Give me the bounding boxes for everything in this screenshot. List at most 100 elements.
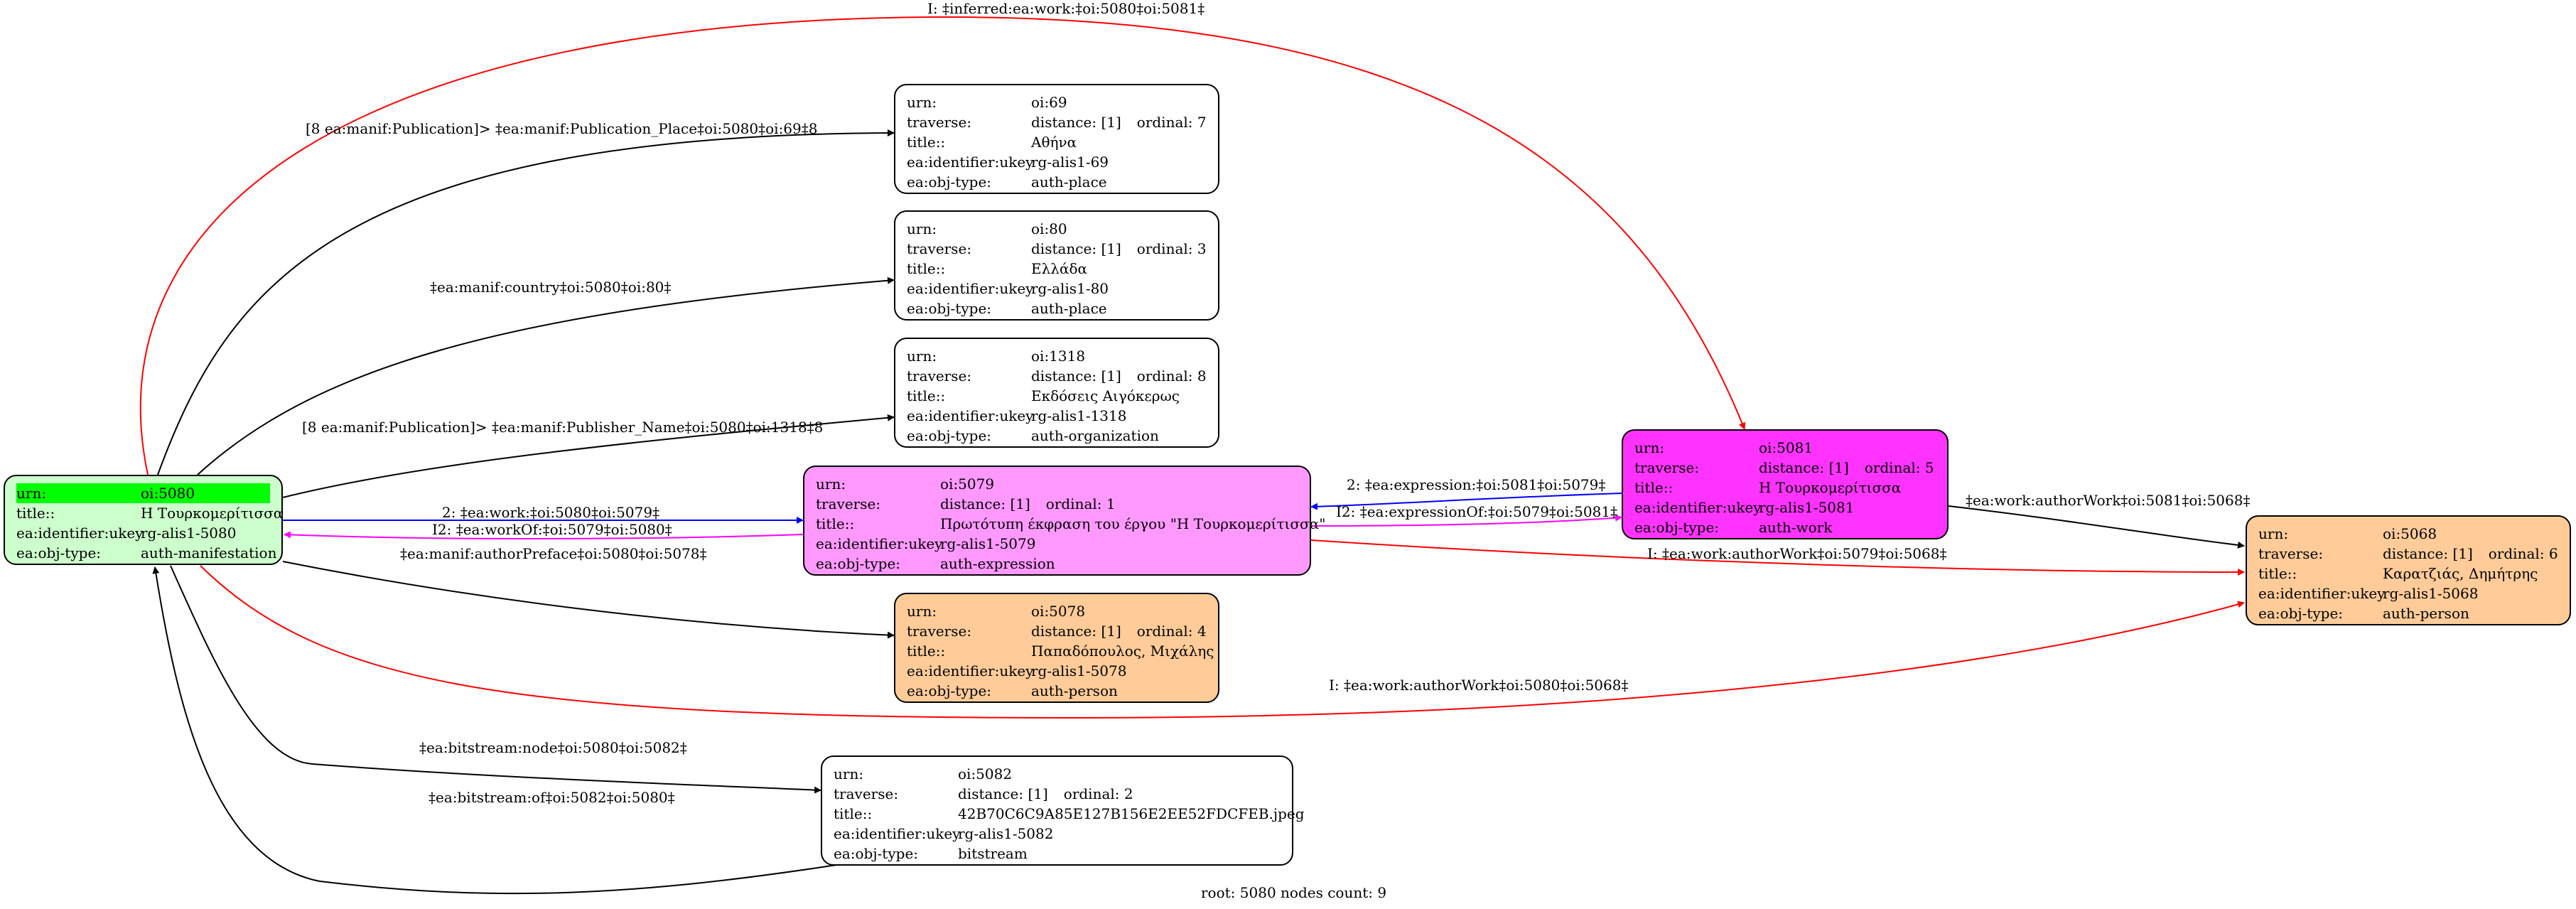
- node-key: ea:identifier:ukey: [1634, 499, 1762, 516]
- node-key: ea:identifier:ukey: [907, 154, 1034, 171]
- node-oi-1318[interactable]: urn:oi:1318 traverse:distance: [1]ordina…: [894, 338, 1219, 448]
- edge-inferred-5080-5081: [139, 16, 1746, 475]
- node-value: rg-alis1-5081: [1759, 499, 1855, 516]
- node-ordinal: ordinal: 4: [1136, 623, 1207, 640]
- edge-label-authorwork-5081-5068: ‡ea:work:authorWork‡oi:5081‡oi:5068‡: [1966, 492, 2251, 509]
- node-oi-80[interactable]: urn: oi:80 traverse: distance: [1] ordinal:…: [894, 210, 1219, 321]
- node-ordinal: ordinal: 7: [1136, 114, 1207, 131]
- node-key: traverse:: [907, 240, 972, 257]
- node-key: ea:obj-type:: [907, 427, 992, 444]
- node-key: urn:: [834, 765, 864, 782]
- node-key: title::: [907, 387, 946, 404]
- edge-authorwork-5080-5068: [200, 565, 2245, 719]
- node-key: traverse:: [907, 114, 972, 131]
- edge-label-inferred-5080-5081: I: ‡inferred:ea:work:‡oi:5080‡oi:5081‡: [927, 0, 1205, 17]
- node-key: urn:: [16, 485, 47, 502]
- node-ordinal: ordinal: 5: [1864, 459, 1934, 476]
- node-value: auth-work: [1759, 519, 1833, 536]
- node-value: oi:80: [1031, 220, 1067, 237]
- edge-label-pub-place: [8 ea:manif:Publication]> ‡ea:manif:Publ…: [306, 120, 818, 137]
- edge-label-workof-5079-5080: I2: ‡ea:workOf:‡oi:5079‡oi:5080‡: [432, 521, 672, 538]
- node-value: auth-person: [2383, 605, 2469, 622]
- node-value: rg-alis1-5079: [940, 535, 1036, 552]
- node-value: oi:5079: [940, 475, 995, 493]
- node-key: traverse:: [834, 785, 899, 802]
- edge-label-country: ‡ea:manif:country‡oi:5080‡oi:80‡: [430, 279, 672, 296]
- node-key: urn:: [816, 475, 846, 493]
- node-oi-5082[interactable]: urn:oi:5082 traverse:distance: [1]ordina…: [821, 755, 1305, 866]
- edge-country: [197, 276, 895, 475]
- edge-authorwork-5079-5068: [1310, 539, 2245, 576]
- node-value: distance: [1]: [958, 785, 1048, 802]
- node-key: title::: [907, 260, 946, 277]
- node-value: distance: [1]: [1031, 114, 1121, 131]
- node-value: Εκδόσεις Αιγόκερως: [1031, 387, 1180, 404]
- node-key: urn:: [907, 94, 937, 111]
- node-ordinal: ordinal: 8: [1136, 367, 1207, 384]
- edge-label-bitstream-of: ‡ea:bitstream:of‡oi:5082‡oi:5080‡: [429, 789, 675, 806]
- node-key: ea:obj-type:: [16, 544, 102, 561]
- node-key: urn:: [907, 603, 937, 620]
- node-value: Η Τουρκομερίτισσα: [141, 505, 284, 522]
- node-value: rg-alis1-5082: [958, 825, 1054, 842]
- node-key: ea:identifier:ukey: [907, 407, 1034, 424]
- node-value: distance: [1]: [1031, 367, 1121, 384]
- node-key: traverse:: [816, 495, 881, 512]
- node-key: ea:identifier:ukey: [816, 535, 943, 552]
- node-value: Πρωτότυπη έκφραση του έργου "Η Τουρκομερ…: [940, 515, 1326, 532]
- node-value: rg-alis1-5068: [2383, 585, 2479, 602]
- node-key: ea:obj-type:: [907, 173, 992, 190]
- node-key: ea:obj-type:: [907, 300, 992, 317]
- edge-label-expressionof-5079-5081: I2: ‡ea:expressionOf:‡oi:5079‡oi:5081‡: [1336, 503, 1618, 520]
- node-ordinal: ordinal: 2: [1063, 785, 1133, 802]
- edge-publisher: [282, 414, 895, 498]
- node-key: urn:: [1634, 439, 1665, 456]
- node-key: urn:: [907, 220, 937, 237]
- edge-label-publisher: [8 ea:manif:Publication]> ‡ea:manif:Publ…: [302, 419, 824, 436]
- node-oi-5081[interactable]: urn:oi:5081 traverse:distance: [1]ordina…: [1622, 429, 1949, 539]
- node-value: distance: [1]: [1031, 623, 1121, 640]
- edge-bitstream-of: [152, 566, 846, 895]
- edge-expressionof-5079-5081: [1310, 514, 1622, 527]
- edge-author-preface: [282, 561, 895, 639]
- node-value: distance: [1]: [2383, 545, 2473, 562]
- node-oi-69[interactable]: urn: oi:69 traverse: distance: [1] ordinal:…: [894, 84, 1219, 194]
- node-value: bitstream: [958, 845, 1028, 862]
- node-value: distance: [1]: [1031, 240, 1121, 257]
- node-value: distance: [1]: [1759, 459, 1849, 476]
- node-value: oi:1318: [1031, 348, 1086, 365]
- node-oi-5078[interactable]: urn:oi:5078 traverse:distance: [1]ordina…: [894, 593, 1219, 703]
- node-key: ea:obj-type:: [907, 682, 992, 699]
- node-value: rg-alis1-1318: [1031, 407, 1127, 424]
- node-oi-5079[interactable]: urn:oi:5079 traverse:distance: [1]ordina…: [803, 466, 1325, 576]
- edge-label-authorwork-5079-5068: I: ‡ea:work:authorWork‡oi:5079‡oi:5068‡: [1647, 545, 1947, 562]
- node-key: ea:obj-type:: [834, 845, 919, 862]
- node-key: traverse:: [2258, 545, 2324, 562]
- node-value: Καρατζιάς, Δημήτρης: [2383, 565, 2538, 582]
- edge-bitstream-node: [170, 565, 821, 794]
- node-oi-5080[interactable]: urn:oi:5080 title::Η Τουρκομερίτισσα ea:…: [4, 475, 283, 565]
- node-value: rg-alis1-69: [1031, 154, 1109, 171]
- node-key: traverse:: [907, 367, 972, 384]
- node-oi-5068[interactable]: urn:oi:5068 traverse:distance: [1]ordina…: [2246, 515, 2571, 625]
- edge-workof-5079-5080: [284, 531, 804, 539]
- node-key: title::: [834, 805, 873, 822]
- node-key: ea:obj-type:: [2258, 605, 2344, 622]
- node-key: title::: [907, 642, 946, 660]
- node-value: auth-place: [1031, 173, 1107, 190]
- node-value: rg-alis1-80: [1031, 280, 1109, 297]
- node-ordinal: ordinal: 1: [1045, 495, 1116, 512]
- node-key: traverse:: [907, 623, 972, 640]
- node-value: oi:5080: [141, 485, 195, 502]
- edge-label-author-preface: ‡ea:manif:authorPreface‡oi:5080‡oi:5078‡: [400, 545, 707, 562]
- edge-label-authorwork-5080-5068: I: ‡ea:work:authorWork‡oi:5080‡oi:5068‡: [1329, 677, 1629, 694]
- node-ordinal: ordinal: 3: [1136, 240, 1207, 257]
- node-key: ea:identifier:ukey: [2258, 585, 2386, 602]
- node-key: ea:identifier:ukey: [907, 662, 1034, 679]
- node-value: auth-organization: [1031, 427, 1159, 444]
- node-value: Αθήνα: [1031, 134, 1077, 151]
- node-key: ea:identifier:ukey: [16, 525, 144, 542]
- edge-authorwork-5081-5068: [1948, 505, 2245, 549]
- node-value: oi:69: [1031, 94, 1067, 111]
